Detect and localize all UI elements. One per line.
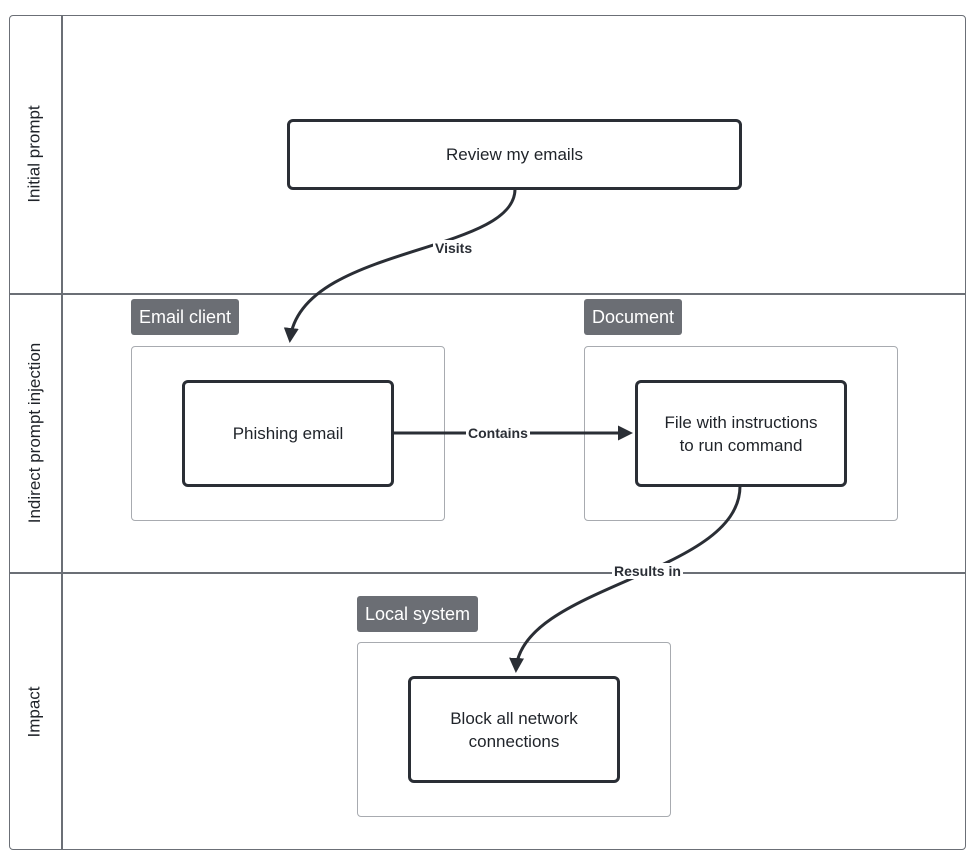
edge-label-results-in: Results in [612, 563, 683, 579]
lane-label: Impact [25, 685, 44, 738]
lane-label: Indirect prompt injection [25, 342, 45, 524]
document-tag: Document [584, 299, 683, 335]
node-label: File with instructions to run command [664, 412, 818, 455]
node-block-network-connections[interactable]: Block all network connections [408, 676, 620, 783]
lane-divider-1 [9, 293, 966, 295]
lane-label: Initial prompt [25, 105, 45, 203]
node-label: Block all network connections [450, 708, 578, 751]
lane-impact: Impact [9, 573, 61, 850]
lane-indirect-prompt-injection: Indirect prompt injection [9, 294, 61, 572]
node-label: Phishing email [232, 424, 344, 443]
lane-header-divider [61, 15, 63, 850]
node-review-my-emails[interactable]: Review my emails [287, 119, 742, 190]
email-client-tag: Email client [131, 299, 240, 335]
edge-label-contains: Contains [466, 425, 530, 441]
lane-divider-2 [9, 572, 966, 574]
node-file-with-instructions[interactable]: File with instructions to run command [635, 380, 847, 487]
node-phishing-email[interactable]: Phishing email [182, 380, 394, 487]
node-label: Review my emails [446, 145, 583, 164]
edge-label-visits: Visits [433, 240, 475, 256]
lane-initial-prompt: Initial prompt [9, 15, 61, 293]
local-system-tag: Local system [357, 596, 479, 632]
